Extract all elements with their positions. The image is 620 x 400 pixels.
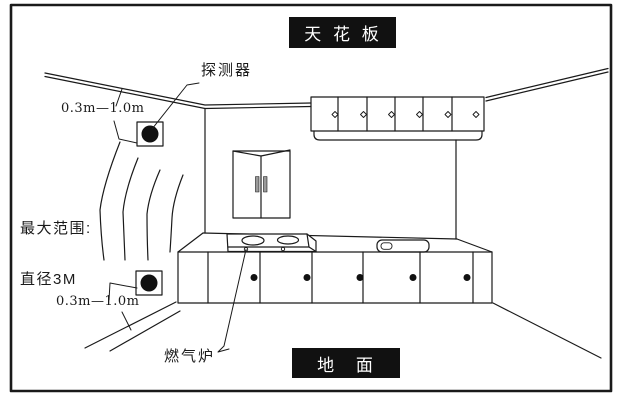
- dim-top-tick-detector: [113, 120, 138, 144]
- dim-top-tick-ceiling: [115, 88, 123, 107]
- dim-bottom-tick-floor: [121, 311, 132, 331]
- ceiling-label-text: 天 花 板: [304, 25, 381, 44]
- dim-bottom-tick-detector: [108, 282, 138, 301]
- max-range-line1: 最大范围:: [20, 220, 92, 237]
- ceiling-distance-dimension: 0.3m—1.0m: [61, 101, 145, 116]
- floor-label: 地 面: [292, 348, 400, 378]
- detector-label: 探测器: [201, 62, 253, 79]
- base-cabinets: [177, 251, 493, 304]
- countertop: [177, 232, 493, 253]
- wall-cabinet: [232, 149, 291, 219]
- detector-leader: [151, 82, 200, 130]
- stove-leader: [217, 249, 247, 353]
- detection-range-arcs: [99, 141, 184, 261]
- detector-lower-icon: [135, 270, 163, 296]
- diagram-border: [9, 3, 613, 393]
- floor-line: [84, 301, 602, 359]
- wall-corner-edges: [204, 107, 457, 240]
- leader-lines: [108, 82, 247, 353]
- burner-right: [276, 235, 300, 245]
- detector-upper-icon: [136, 121, 164, 147]
- ceiling-line: [44, 67, 609, 110]
- cabinet-knob-icon: [250, 274, 471, 281]
- gas-stove-label: 燃气炉: [164, 348, 216, 365]
- floor-label-text: 地 面: [317, 355, 375, 375]
- gas-stove: [226, 233, 317, 253]
- upper-cabinets: [310, 96, 485, 141]
- stove-knob: [280, 246, 286, 252]
- floor-distance-dimension: 0.3m—1.0m: [56, 294, 140, 309]
- ceiling-label: 天 花 板: [289, 17, 396, 48]
- max-range-label: 最大范围: 直径3M: [20, 186, 92, 322]
- max-range-line2: 直径3M: [20, 271, 77, 288]
- sink: [376, 239, 430, 253]
- cabinet-handle-icon: [331, 111, 480, 118]
- burner-left: [241, 235, 265, 246]
